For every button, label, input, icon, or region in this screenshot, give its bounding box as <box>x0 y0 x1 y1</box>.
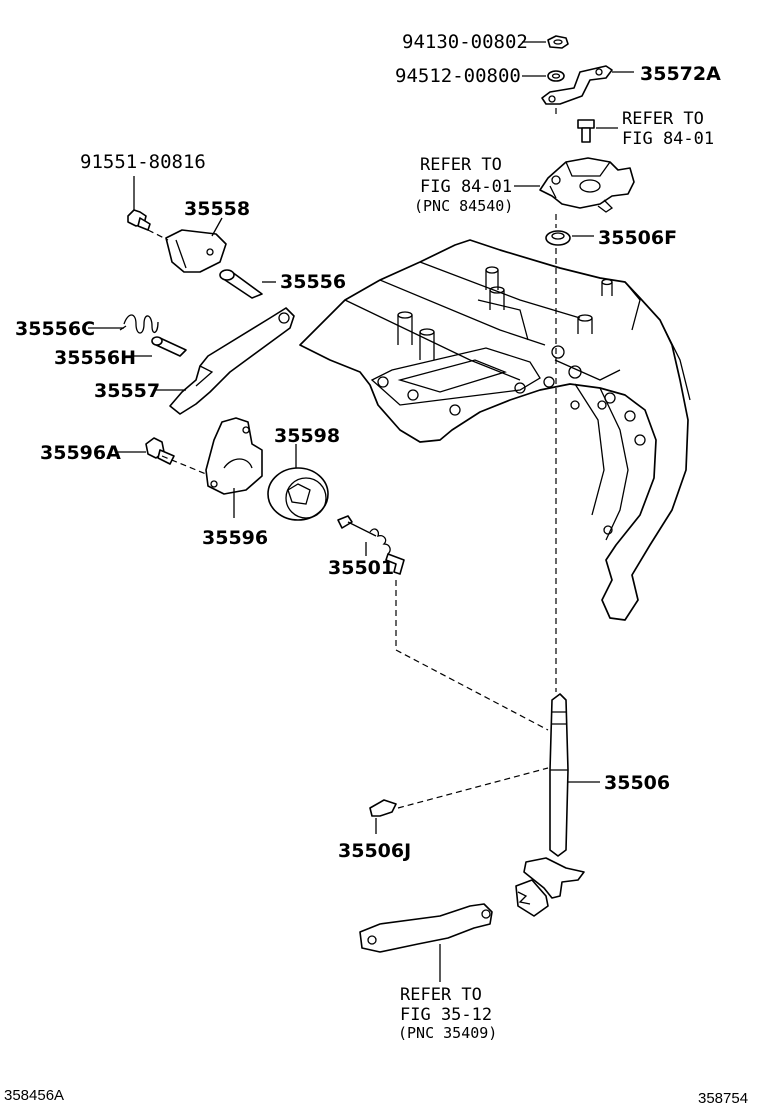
ref-bottom-line2: FIG 35-12 <box>400 1005 492 1025</box>
manual-lever-35409 <box>359 903 493 953</box>
footer: 358456A 358754 <box>4 1087 748 1107</box>
label-94512-00800: 94512-00800 <box>395 65 521 87</box>
clip-35506j <box>369 799 397 817</box>
footer-right-code: 358754 <box>698 1090 748 1107</box>
label-35596: 35596 <box>202 527 268 549</box>
transmission-case <box>299 239 691 621</box>
label-35556: 35556 <box>280 271 346 293</box>
label-35501: 35501 <box>328 557 394 579</box>
rod-35501 <box>337 515 405 575</box>
label-91551-80816: 91551-80816 <box>80 151 206 173</box>
label-35506: 35506 <box>604 772 670 794</box>
washer-94512-00800 <box>547 70 565 82</box>
lever-35557 <box>169 307 295 415</box>
bracket-35596 <box>205 417 263 495</box>
label-35506f: 35506F <box>598 227 677 249</box>
ref-top-right-line2: FIG 84-01 <box>622 129 714 149</box>
label-35506j: 35506J <box>338 840 411 862</box>
label-35572a: 35572A <box>640 63 721 85</box>
leader-lines <box>88 41 634 982</box>
alignment-lines <box>147 108 557 809</box>
ref-top-mid-line1: REFER TO <box>420 155 502 175</box>
bolt-35596a <box>145 437 175 465</box>
cam-35598 <box>267 467 329 521</box>
label-35596a: 35596A <box>40 442 121 464</box>
footer-left-code: 358456A <box>4 1087 64 1104</box>
label-94130-00802: 94130-00802 <box>402 31 528 53</box>
pin-35556 <box>219 269 263 299</box>
nut-94130-00802 <box>547 35 569 49</box>
shaft-35506 <box>515 693 585 917</box>
spring-35556c <box>119 314 159 334</box>
ref-top-mid-line2: FIG 84-01 <box>420 177 512 197</box>
ref-bottom-pnc: (PNC 35409) <box>398 1024 497 1042</box>
label-35557: 35557 <box>94 380 160 402</box>
lever-35572a <box>541 65 613 105</box>
label-35558: 35558 <box>184 198 250 220</box>
reference-notes: REFER TO FIG 84-01 REFER TO FIG 84-01 (P… <box>398 109 714 1042</box>
ref-top-right-line1: REFER TO <box>622 109 704 129</box>
label-35556c: 35556C <box>15 318 95 340</box>
ref-bottom-line1: REFER TO <box>400 985 482 1005</box>
label-35598: 35598 <box>274 425 340 447</box>
pin-35556h <box>151 336 187 357</box>
part-labels: 94130-00802 94512-00800 35572A 91551-808… <box>15 31 721 862</box>
seal-35506f <box>545 230 571 246</box>
plate-35558 <box>165 229 227 273</box>
ref-top-mid-pnc: (PNC 84540) <box>414 197 513 215</box>
bolt-ref-84-01 <box>577 119 595 143</box>
bolt-91551-80816 <box>127 209 151 231</box>
label-35556h: 35556H <box>54 347 136 369</box>
neutral-start-switch <box>539 157 635 213</box>
